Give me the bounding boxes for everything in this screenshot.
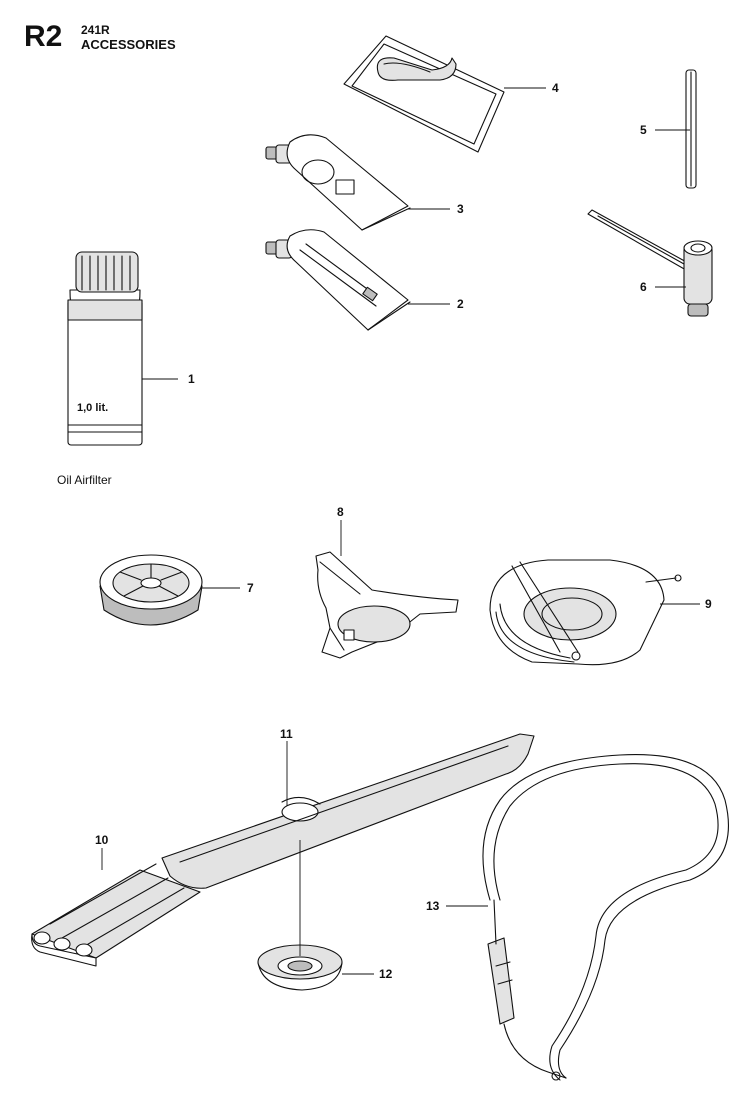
section-title: ACCESSORIES <box>81 37 176 52</box>
part-4-tool-bag <box>343 35 505 153</box>
callout-1: 1 <box>188 372 195 386</box>
callout-2: 2 <box>457 297 464 311</box>
callout-13: 13 <box>426 899 440 913</box>
callout-3: 3 <box>457 202 464 216</box>
part-10-blade-transport-guard <box>31 863 201 967</box>
part-9-harness-plate <box>489 559 682 666</box>
callout-7: 7 <box>247 581 254 595</box>
bottle-volume-label: 1,0 lit. <box>77 402 108 414</box>
part-3-grease-tube <box>265 134 411 231</box>
part-7-support-cup <box>99 554 203 626</box>
part-1-oil-bottle: 1,0 lit. <box>67 251 143 446</box>
bottle-caption: Oil Airfilter <box>57 473 112 487</box>
section-code: R2 <box>24 20 63 53</box>
part-8-blade-guard <box>315 551 459 659</box>
callout-11: 11 <box>280 727 293 741</box>
part-11-grass-blade <box>161 733 535 889</box>
part-12-support-cup <box>257 944 343 991</box>
callout-12: 12 <box>379 967 393 981</box>
model-number: 241R <box>81 23 110 37</box>
part-5-locking-pin <box>685 69 697 189</box>
part-13-shoulder-strap <box>482 753 729 1081</box>
callout-5: 5 <box>640 123 647 137</box>
part-2-grease-tube <box>265 229 411 331</box>
callout-8: 8 <box>337 505 344 519</box>
part-6-combination-spanner <box>587 209 713 317</box>
callout-6: 6 <box>640 280 647 294</box>
callout-9: 9 <box>705 597 712 611</box>
callout-10: 10 <box>95 833 109 847</box>
callout-4: 4 <box>552 81 559 95</box>
